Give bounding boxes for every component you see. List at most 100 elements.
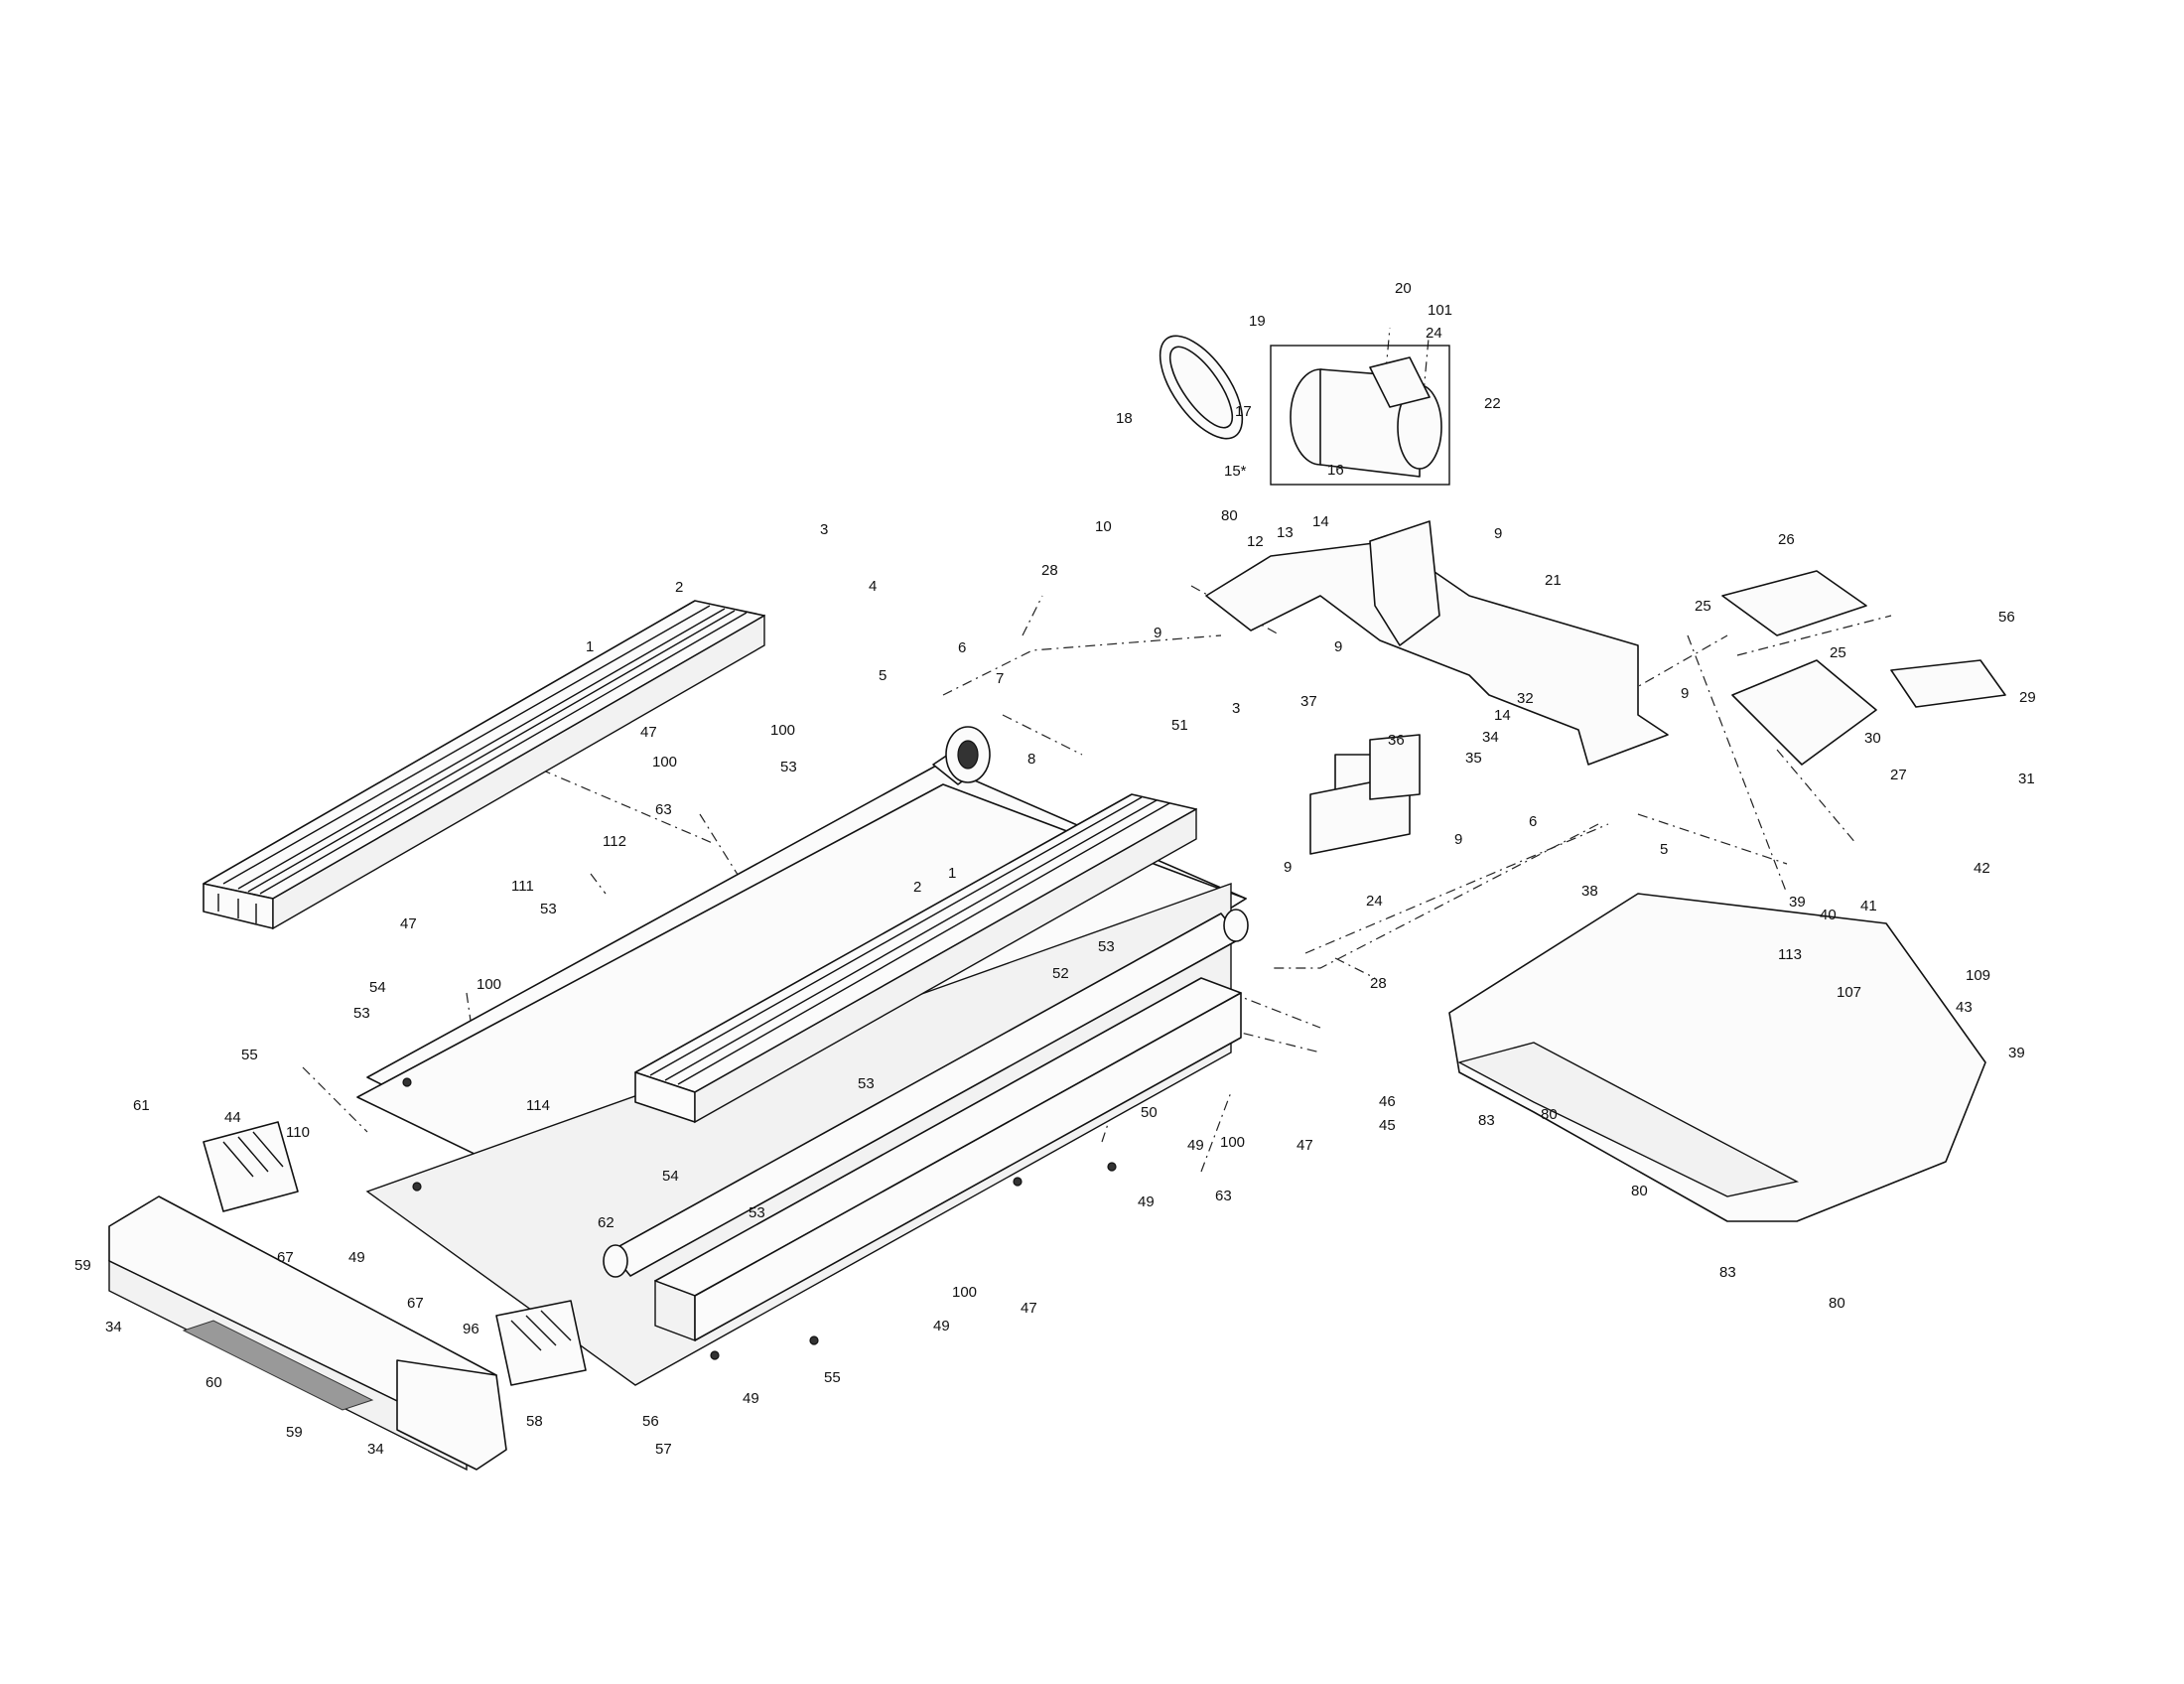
callout-67: 67 — [407, 1295, 424, 1312]
callout-46: 46 — [1379, 1093, 1396, 1110]
callout-57: 57 — [655, 1441, 672, 1458]
callout-54: 54 — [662, 1168, 679, 1185]
callout-45: 45 — [1379, 1117, 1396, 1134]
callout-49: 49 — [348, 1249, 365, 1266]
callout-16: 16 — [1327, 462, 1344, 479]
callout-15: 15* — [1224, 463, 1247, 480]
callout-39: 39 — [1789, 894, 1806, 911]
callout-107: 107 — [1837, 984, 1861, 1001]
right-side-rail — [634, 793, 1197, 1124]
callout-5: 5 — [1660, 841, 1668, 858]
callout-27: 27 — [1890, 767, 1907, 783]
callout-2: 2 — [913, 879, 921, 896]
callout-34: 34 — [1482, 729, 1499, 746]
callout-9: 9 — [1494, 525, 1502, 542]
callout-80: 80 — [1631, 1183, 1648, 1199]
callout-113: 113 — [1778, 946, 1802, 963]
callout-35: 35 — [1465, 750, 1482, 767]
callout-12: 12 — [1247, 533, 1264, 550]
callout-53: 53 — [353, 1005, 370, 1022]
callout-96: 96 — [463, 1321, 479, 1337]
rear-roller — [932, 726, 991, 785]
callout-47: 47 — [400, 915, 417, 932]
callout-26: 26 — [1778, 531, 1795, 548]
callout-47: 47 — [1297, 1137, 1313, 1154]
callout-58: 58 — [526, 1413, 543, 1430]
callout-80: 80 — [1829, 1295, 1845, 1312]
callout-67: 67 — [277, 1249, 294, 1266]
callout-114: 114 — [526, 1097, 550, 1114]
callout-109: 109 — [1966, 967, 1990, 984]
callout-6: 6 — [1529, 813, 1537, 830]
upright-frame — [1205, 520, 1669, 766]
callout-83: 83 — [1478, 1112, 1495, 1129]
callout-52: 52 — [1052, 965, 1069, 982]
left-side-rail — [203, 600, 765, 930]
front-roller — [603, 909, 1249, 1278]
callout-47: 47 — [1021, 1300, 1037, 1317]
callout-1: 1 — [948, 865, 956, 882]
callout-100: 100 — [1220, 1134, 1245, 1151]
callout-9: 9 — [1284, 859, 1292, 876]
callout-34: 34 — [367, 1441, 384, 1458]
motor-hood — [1448, 893, 1986, 1222]
callout-37: 37 — [1300, 693, 1317, 710]
callout-28: 28 — [1041, 562, 1058, 579]
controller-board — [1721, 570, 1867, 636]
callout-2: 2 — [675, 579, 683, 596]
callout-44: 44 — [224, 1109, 241, 1126]
callout-47: 47 — [640, 724, 657, 741]
callout-53: 53 — [540, 901, 557, 917]
callout-53: 53 — [858, 1075, 875, 1092]
callout-83: 83 — [1719, 1264, 1736, 1281]
callout-49: 49 — [1138, 1193, 1155, 1210]
callout-32: 32 — [1517, 690, 1534, 707]
callout-55: 55 — [824, 1369, 841, 1386]
callout-53: 53 — [749, 1204, 765, 1221]
callout-80: 80 — [1541, 1106, 1558, 1123]
callout-30: 30 — [1864, 730, 1881, 747]
callout-21: 21 — [1545, 572, 1562, 589]
front-base — [108, 1121, 587, 1472]
callout-49: 49 — [1187, 1137, 1204, 1154]
callout-53: 53 — [780, 759, 797, 775]
callout-7: 7 — [996, 670, 1004, 687]
callout-101: 101 — [1428, 302, 1452, 319]
callout-9: 9 — [1454, 831, 1462, 848]
callout-18: 18 — [1116, 410, 1133, 427]
callout-29: 29 — [2019, 689, 2036, 706]
incline-motor — [1309, 734, 1421, 855]
callout-22: 22 — [1484, 395, 1501, 412]
callout-40: 40 — [1820, 907, 1837, 923]
callout-25: 25 — [1830, 644, 1846, 661]
callout-8: 8 — [1027, 751, 1035, 768]
callout-100: 100 — [477, 976, 501, 993]
callout-41: 41 — [1860, 898, 1877, 914]
callout-60: 60 — [205, 1374, 222, 1391]
callout-63: 63 — [655, 801, 672, 818]
callout-63: 63 — [1215, 1188, 1232, 1204]
callout-61: 61 — [133, 1097, 150, 1114]
deck-screws — [402, 1077, 1117, 1360]
callout-3: 3 — [820, 521, 828, 538]
callout-20: 20 — [1395, 280, 1412, 297]
callout-62: 62 — [598, 1214, 614, 1231]
callout-110: 110 — [286, 1124, 310, 1141]
callout-51: 51 — [1171, 717, 1188, 734]
callout-50: 50 — [1141, 1104, 1158, 1121]
motor-assembly — [1159, 335, 1450, 486]
callout-4: 4 — [869, 578, 877, 595]
callout-19: 19 — [1249, 313, 1266, 330]
callout-100: 100 — [652, 754, 677, 771]
callout-80: 80 — [1221, 507, 1238, 524]
callout-14: 14 — [1494, 707, 1511, 724]
callout-49: 49 — [933, 1318, 950, 1334]
callout-42: 42 — [1974, 860, 1990, 877]
callout-34: 34 — [105, 1319, 122, 1335]
callout-100: 100 — [952, 1284, 977, 1301]
callout-31: 31 — [2018, 771, 2035, 787]
callout-1: 1 — [586, 638, 594, 655]
callout-5: 5 — [879, 667, 887, 684]
callout-17: 17 — [1235, 403, 1252, 420]
callout-9: 9 — [1334, 638, 1342, 655]
